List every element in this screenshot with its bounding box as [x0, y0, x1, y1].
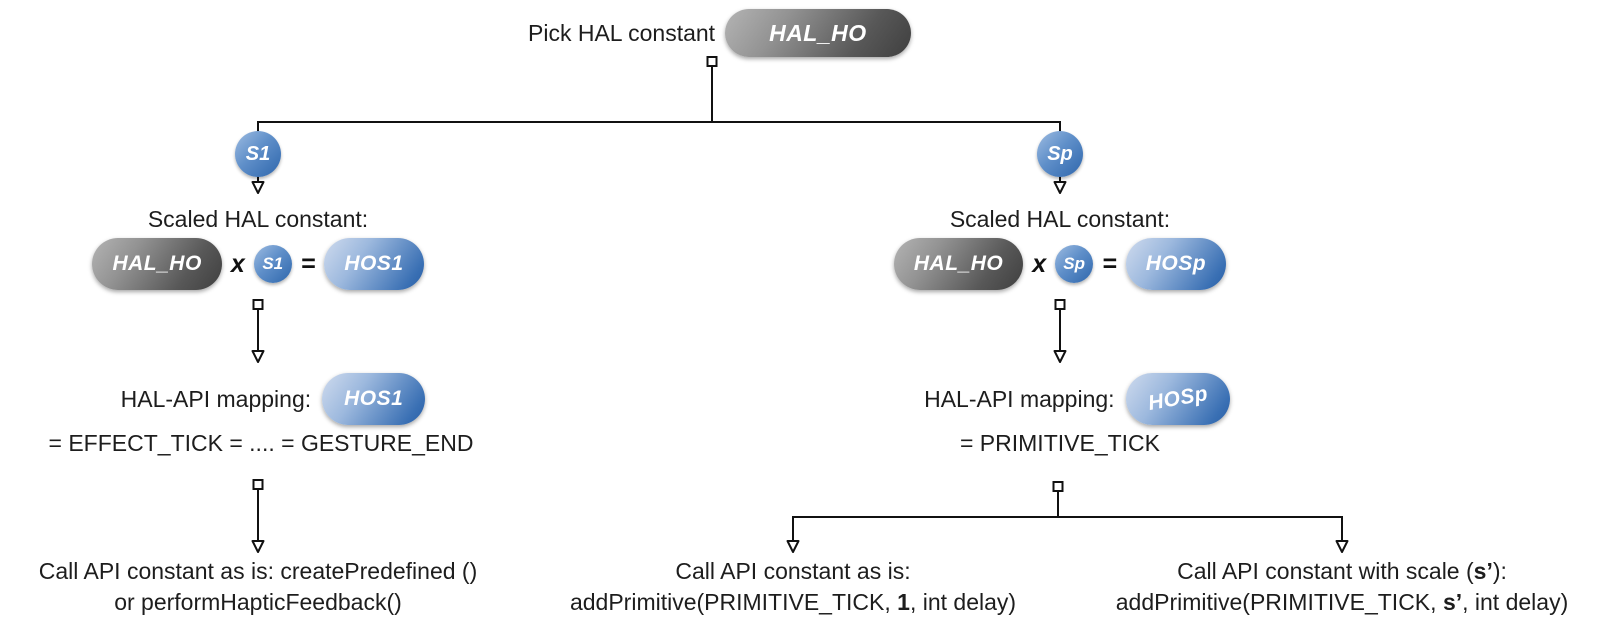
code-bold: 1	[897, 589, 910, 615]
left-mapping-row: HAL-API mapping: HOS1	[40, 370, 506, 428]
right-action-text: Call API constant with scale (s’): addPr…	[1084, 556, 1600, 618]
left-scaled-heading: Scaled HAL constant:	[147, 206, 369, 232]
scaled-constant-pill: HOSp	[1125, 238, 1227, 290]
scaled-constant-pill: HOS1	[322, 373, 426, 425]
scaled-constant-pill: HOSp	[1125, 373, 1230, 425]
times-operator: x	[1032, 249, 1047, 278]
equals-operator: =	[300, 249, 316, 278]
scale-badge-sp: Sp	[1055, 245, 1094, 283]
left-mapping-equation: = EFFECT_TICK = .... = GESTURE_END	[48, 430, 474, 456]
text: Call API constant with scale (	[1177, 558, 1474, 584]
action-line: addPrimitive(PRIMITIVE_TICK, s’, int del…	[1084, 587, 1600, 618]
action-line: Call API constant with scale (s’):	[1084, 556, 1600, 587]
left-equation-row: HAL_HO x S1 = HOS1	[0, 236, 516, 292]
left-action-text: Call API constant as is: createPredefine…	[0, 556, 516, 618]
mapping-label: HAL-API mapping:	[924, 385, 1115, 412]
connector-right-branch-bar	[792, 516, 1343, 541]
connector-branch-bar	[257, 121, 1061, 133]
text: ):	[1492, 558, 1507, 584]
root-label: Pick HAL constant	[528, 19, 716, 46]
scaled-constant-pill: HOS1	[324, 238, 424, 290]
mapping-label: HAL-API mapping:	[120, 385, 312, 412]
text-bold: s’	[1473, 558, 1493, 584]
scale-badge-s1: S1	[235, 131, 281, 177]
arrow-down-icon	[1053, 181, 1067, 194]
arrow-down-icon	[251, 181, 265, 194]
code-text: , int delay)	[1462, 589, 1569, 615]
arrow-down-icon	[251, 540, 265, 553]
arrow-down-icon	[786, 540, 800, 553]
pill-text: HOSp	[1145, 381, 1210, 416]
right-mapping-equation: = PRIMITIVE_TICK	[959, 430, 1160, 456]
joint-square-right-map	[1052, 481, 1064, 492]
right-mapping-row: HAL-API mapping: HOSp	[844, 370, 1310, 428]
code-text: addPrimitive(PRIMITIVE_TICK,	[569, 589, 898, 615]
root-node: Pick HAL constant HAL_HO	[528, 8, 911, 58]
equals-operator: =	[1102, 249, 1117, 278]
times-operator: x	[230, 249, 245, 278]
hal-constant-pill: HAL_HO	[893, 238, 1024, 290]
action-line: or performHapticFeedback()	[114, 589, 402, 615]
hal-constant-pill: HAL_HO	[725, 9, 911, 57]
arrow-down-icon	[1053, 350, 1067, 363]
arrow-down-icon	[251, 350, 265, 363]
joint-square-left-map	[252, 479, 264, 490]
hal-constant-pill: HAL_HO	[92, 238, 222, 290]
middle-action-text: Call API constant as is: addPrimitive(PR…	[535, 556, 1051, 618]
joint-square-left-eq	[252, 299, 264, 310]
joint-square-right-eq	[1054, 299, 1066, 310]
right-scaled-heading: Scaled HAL constant:	[949, 206, 1171, 232]
code-text: addPrimitive(PRIMITIVE_TICK,	[1115, 589, 1443, 615]
code-bold: s’	[1442, 589, 1463, 615]
scale-badge-s1: S1	[253, 245, 292, 283]
arrow-down-icon	[1335, 540, 1349, 553]
code-text: , int delay)	[909, 589, 1017, 615]
right-equation-row: HAL_HO x Sp = HOSp	[802, 236, 1318, 292]
pill-text: HOS1	[344, 387, 404, 410]
action-line: Call API constant as is:	[675, 558, 911, 584]
action-line: addPrimitive(PRIMITIVE_TICK, 1, int dela…	[535, 587, 1051, 618]
action-line: Call API constant as is: createPredefine…	[38, 558, 478, 584]
joint-square-root	[706, 56, 718, 67]
scale-badge-sp: Sp	[1037, 131, 1083, 177]
